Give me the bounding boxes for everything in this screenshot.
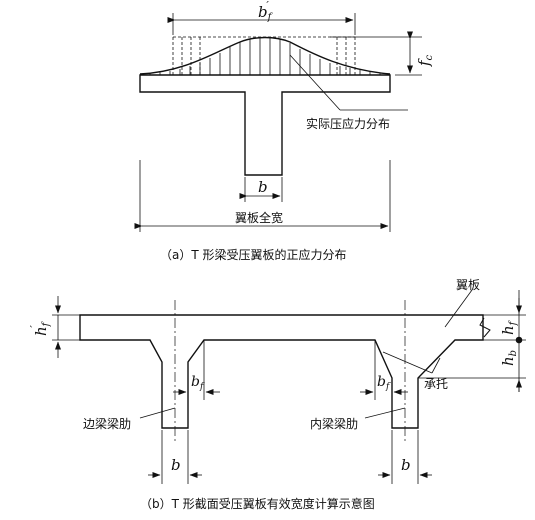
- bf-left-label: bf: [191, 374, 205, 392]
- inner-rib-label: 内梁梁肋: [310, 416, 358, 431]
- stress-leader: [289, 54, 341, 111]
- hf-hb-dot: [515, 336, 523, 344]
- edge-rib-leader: [139, 407, 176, 419]
- haunch-leader-2: [431, 357, 441, 374]
- diagram-a: [134, 13, 422, 232]
- actual-stress-label: 实际压应力分布: [306, 116, 390, 131]
- hf-label: hf: [499, 319, 519, 335]
- haunch-label: 承托: [424, 377, 448, 391]
- flange-label: 翼板: [456, 278, 480, 292]
- b-right-label: b: [401, 456, 411, 474]
- edge-rib-label: 边梁梁肋: [83, 416, 131, 431]
- diagram-b: [52, 289, 526, 484]
- bf-right-label: bf: [377, 374, 391, 392]
- haunch-leader-1: [382, 351, 433, 374]
- t-section-outline: [79, 314, 484, 429]
- caption-b: （b）T 形截面受压翼板有效宽度计算示意图: [140, 496, 375, 511]
- break-mark: [479, 317, 491, 338]
- b-left-label: b: [171, 456, 181, 474]
- b-label-a: b: [258, 178, 268, 196]
- bf-prime-label: bf′: [258, 0, 274, 23]
- flange-leader: [444, 289, 473, 328]
- flange-full-width-label: 翼板全宽: [235, 210, 283, 225]
- caption-a: （a）T 形梁受压翼板的正应力分布: [160, 247, 347, 262]
- hb-label: hb: [499, 350, 519, 366]
- hf-prime-label: hf′: [28, 320, 52, 336]
- t-beam-section: [139, 74, 391, 176]
- fc-label: fc: [415, 54, 435, 67]
- stress-hatching: [149, 37, 381, 75]
- actual-stress-curve: [139, 36, 391, 75]
- inner-rib-leader: [364, 407, 406, 419]
